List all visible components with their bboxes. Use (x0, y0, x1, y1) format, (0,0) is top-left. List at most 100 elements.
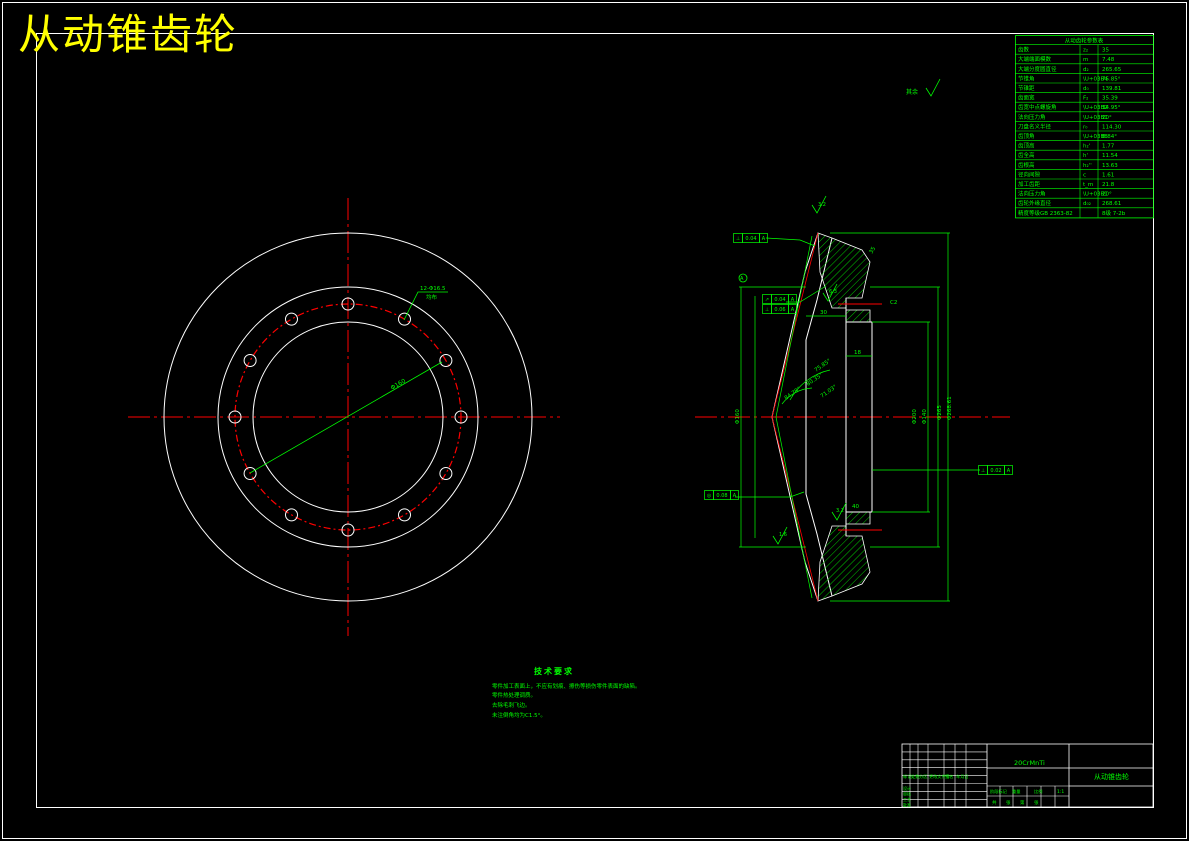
param-value: 34.95° (1102, 105, 1121, 111)
param-value: 35 (1102, 48, 1109, 54)
param-symbol: z₂ (1083, 48, 1088, 54)
section-bottom (817, 525, 871, 602)
param-symbol: \U+03B1 (1083, 115, 1108, 121)
width-4: 35 (869, 246, 878, 255)
frame-cell: ⊥ (765, 307, 769, 313)
title-block-sheet: 张 (1006, 799, 1011, 806)
width-1: 30 (820, 310, 827, 316)
bolt-hole (243, 354, 257, 367)
section-bottom-flange (845, 511, 871, 525)
angle-arc-1 (789, 369, 831, 401)
bolt-hole (285, 312, 298, 326)
cone-generator-green (775, 235, 813, 599)
front-view: Φ160 12-Φ16.5 均布 (128, 198, 560, 636)
title-block-label: 处数 (911, 773, 920, 780)
param-symbol: \U+03B8 (1083, 134, 1108, 140)
title-block-stage: 重量 (1012, 788, 1020, 795)
title-block-label: 签名 (945, 773, 953, 780)
param-value: 268.61 (1102, 201, 1121, 207)
part-name-label: 从动锥齿轮 (1094, 772, 1129, 781)
bolt-hole (341, 297, 355, 311)
title-block-sheet: 第 (1020, 799, 1025, 806)
param-name: 大端端面模数 (1018, 55, 1052, 63)
frame-cell: ⊥ (736, 236, 740, 242)
bolt-hole (398, 312, 411, 326)
angle-4: 71.03° (820, 384, 839, 400)
angle-1: 75.85° (814, 358, 833, 374)
title-block-stage: 比例 (1034, 788, 1042, 795)
width-3: 40 (852, 504, 859, 510)
param-name: 加工齿距 (1018, 180, 1041, 188)
roughness-marks (772, 78, 941, 545)
param-name: 齿轮外缘直径 (1018, 199, 1052, 207)
title-block-label: 更改文件号 (929, 773, 950, 780)
param-name: 齿顶高 (1018, 142, 1035, 150)
param-symbol: F₂ (1083, 96, 1088, 102)
frame-cell: 0.04 (745, 236, 756, 242)
param-name: 径向间隙 (1018, 170, 1041, 178)
param-name: 齿顶角 (1018, 132, 1035, 140)
param-symbol: d₀ (1083, 86, 1089, 92)
angle-2: 80.35° (806, 372, 825, 388)
param-value: 139.81 (1102, 86, 1121, 92)
param-value: 1.61 (1102, 172, 1114, 178)
title-block-label: 标记 (903, 773, 912, 780)
inner-frame (36, 33, 1154, 808)
datum-label: A (740, 276, 744, 282)
param-value: 20° (1102, 115, 1112, 121)
bolt-hole (439, 354, 453, 367)
param-value: 13.63 (1102, 163, 1118, 169)
param-value: 8.84° (1102, 134, 1117, 140)
angle-arc-2 (781, 387, 813, 405)
bolt-pitch-circle (234, 303, 462, 531)
frame-cell: 0.06 (774, 307, 785, 313)
tech-line-2: 零件热处理调质。 (492, 691, 536, 699)
param-symbol: h₂' (1083, 144, 1090, 150)
title-block-label: 年月日 (956, 773, 969, 780)
tech-line-3: 去除毛刺飞边。 (492, 701, 531, 709)
tech-line-1: 零件加工表面上，不应有划痕、擦伤等损伤零件表面的缺陷。 (492, 682, 641, 690)
param-value: 114.30 (1102, 124, 1122, 130)
params-table-border (1015, 35, 1154, 219)
roughness-others: 其余 (906, 88, 918, 96)
param-value: 35.39 (1102, 96, 1118, 102)
frame-cell: ↗ (765, 297, 769, 303)
bolt-hole (285, 508, 298, 522)
param-name: 齿面宽 (1018, 94, 1035, 102)
bolt-hole (243, 467, 257, 480)
param-value: 1.77 (1102, 144, 1115, 150)
title-block-label: 分区 (919, 773, 927, 780)
param-symbol: h₂'' (1083, 163, 1092, 169)
title-block-sheet: 张 (1034, 799, 1039, 806)
title-block-role: 设计 (903, 785, 911, 791)
dim-d4: Φ160 (735, 409, 741, 424)
dim-d2: Φ265 (937, 405, 943, 420)
param-name: 齿根高 (1018, 161, 1035, 169)
param-name: 齿宽中点螺旋角 (1018, 103, 1057, 111)
param-symbol: c (1083, 172, 1086, 178)
param-value: 7.48 (1102, 57, 1115, 63)
bolt-holes (228, 297, 468, 537)
title-block-sheet: 共 (992, 799, 997, 806)
param-name: 节锥距 (1018, 84, 1035, 92)
param-symbol: \U+03B4 (1083, 76, 1108, 82)
drawing-title: 从动锥齿轮 (18, 10, 239, 59)
title-block-role: 工艺 (903, 797, 911, 802)
frame-cell: A (733, 493, 737, 499)
pitch-cone-line (771, 232, 819, 602)
datum-circle (738, 273, 748, 283)
title-block (901, 743, 1154, 808)
bolt-hole (439, 467, 453, 480)
tech-requirements: 技术要求 零件加工表面上，不应有划痕、擦伤等损伤零件表面的缺陷。 零件热处理调质… (492, 666, 641, 719)
roughness-3: 1.6 (779, 532, 787, 538)
param-symbol: r₀ (1083, 124, 1088, 130)
hub-circle (217, 286, 479, 548)
